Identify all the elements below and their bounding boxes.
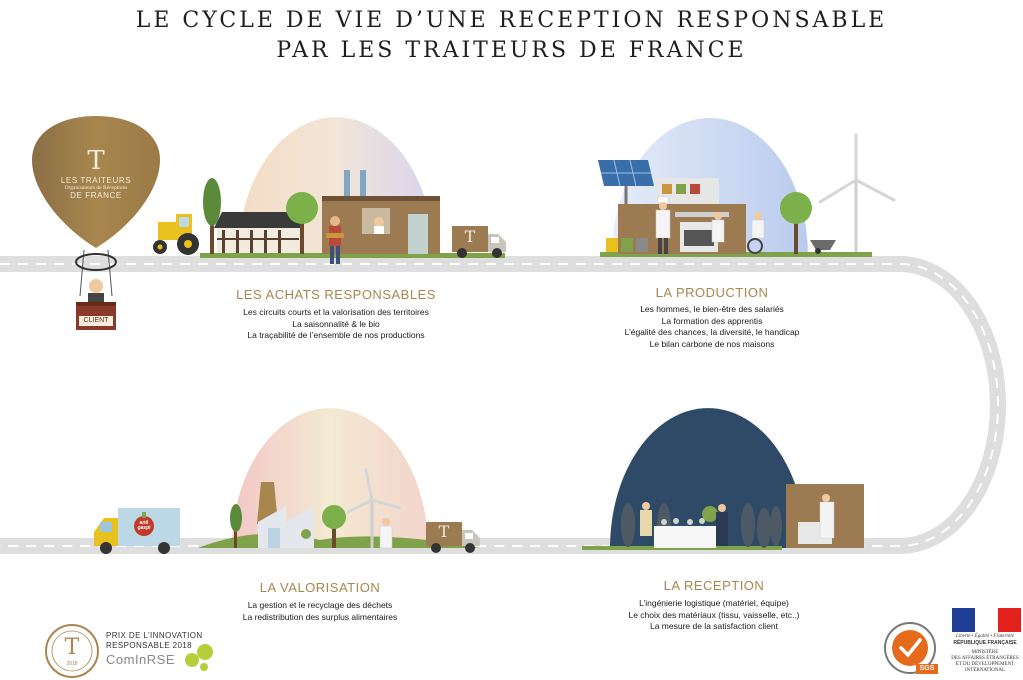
ministry-line-3: ET DU DÉVELOPPEMENT: [955, 662, 1015, 667]
cominrse-dots-icon: [185, 644, 213, 671]
balloon-logo: T LES TRAITEURS Organisateurs de Récepti…: [50, 146, 142, 200]
production-scene: [598, 118, 896, 257]
balloon-line-3: DE FRANCE: [70, 191, 122, 200]
title-line-1: LE CYCLE DE VIE D’UNE RECEPTION RESPONSA…: [135, 8, 888, 33]
list-item: Le choix des matériaux (tissu, vaisselle…: [628, 609, 800, 620]
list-item: La gestion et le recyclage des déchets: [247, 600, 393, 610]
prize-line-2: RESPONSABLE 2018: [106, 641, 192, 650]
list-item: Les circuits courts et la valorisation d…: [243, 307, 429, 317]
prize-line-1: PRIX DE L’INNOVATION: [106, 631, 203, 640]
stage-reception-items: L’ingénierie logistique (matériel, équip…: [584, 598, 844, 633]
valorisation-scene: [198, 408, 480, 549]
prize-seal-year: 2018: [66, 661, 78, 667]
balloon-logo-letter: T: [87, 146, 105, 176]
stage-achats: LES ACHATS RESPONSABLES Les circuits cou…: [196, 287, 476, 342]
client-basket-label: CLIENT: [79, 316, 113, 326]
balloon-line-2: Organisateurs de Réceptions: [64, 185, 128, 191]
stage-valorisation: LA VALORISATION La gestion et le recycla…: [190, 580, 450, 623]
page-title: LE CYCLE DE VIE D’UNE RECEPTION RESPONSA…: [0, 6, 1023, 66]
list-item: L’égalité des chances, la diversité, le …: [624, 327, 800, 337]
list-item: La formation des apprentis: [661, 315, 763, 326]
cominrse-logo: ComInRSE: [106, 652, 176, 667]
anti-gaspi-label: anti gaspi: [137, 520, 151, 531]
delivery-truck-1: [452, 226, 506, 258]
ministry-line-2: DES AFFAIRES ÉTRANGÈRES: [951, 656, 1019, 661]
france-flag-icon: [952, 608, 1021, 632]
stage-achats-items: Les circuits courts et la valorisation d…: [196, 307, 476, 342]
stage-achats-title: LES ACHATS RESPONSABLES: [236, 287, 436, 302]
stage-production-title: LA PRODUCTION: [655, 285, 769, 300]
list-item: La saisonnalité & le bio: [292, 318, 380, 329]
stage-reception: LA RECEPTION L’ingénierie logistique (ma…: [584, 578, 844, 633]
stage-valorisation-title: LA VALORISATION: [259, 580, 381, 595]
list-item: La mesure de la satisfaction client: [649, 621, 779, 631]
truck-1-logo: T: [464, 227, 476, 246]
prize-label: PRIX DE L’INNOVATION RESPONSABLE 2018: [106, 631, 203, 651]
achats-scene: [153, 117, 505, 264]
republique-francaise-block: Liberté • Égalité • Fraternité RÉPUBLIQU…: [948, 634, 1022, 674]
stage-reception-title: LA RECEPTION: [663, 578, 765, 593]
balloon-line-1: LES TRAITEURS: [60, 176, 132, 185]
list-item: L’ingénierie logistique (matériel, équip…: [639, 598, 789, 608]
stage-production-items: Les hommes, le bien-être des salariés La…: [572, 304, 852, 350]
list-item: Les hommes, le bien-être des salariés: [640, 304, 784, 314]
list-item: La redistribution des surplus alimentair…: [242, 611, 398, 622]
ministry-line-1: MINISTÈRE: [971, 650, 999, 655]
rf-motto: Liberté • Égalité • Fraternité: [956, 634, 1014, 639]
iso-badge: [884, 622, 936, 674]
delivery-truck-2: [426, 522, 480, 553]
reception-scene: [582, 408, 864, 550]
rf-name: RÉPUBLIQUE FRANÇAISE: [953, 640, 1017, 646]
title-line-2: PAR LES TRAITEURS DE FRANCE: [276, 38, 747, 63]
prize-seal: [45, 624, 99, 678]
list-item: La traçabilité de l’ensemble de nos prod…: [247, 330, 425, 340]
road: [0, 256, 1006, 554]
stage-valorisation-items: La gestion et le recyclage des déchets L…: [190, 600, 450, 623]
anti-gaspi-truck: [94, 508, 180, 554]
prize-seal-letter: T: [64, 635, 80, 660]
ministry-line-4: INTERNATIONAL: [965, 668, 1005, 673]
list-item: Le bilan carbone de nos maisons: [649, 338, 775, 349]
sgs-label: SGS: [916, 664, 938, 674]
truck-2-logo: T: [438, 522, 450, 541]
stage-production: LA PRODUCTION Les hommes, le bien-être d…: [572, 285, 852, 350]
